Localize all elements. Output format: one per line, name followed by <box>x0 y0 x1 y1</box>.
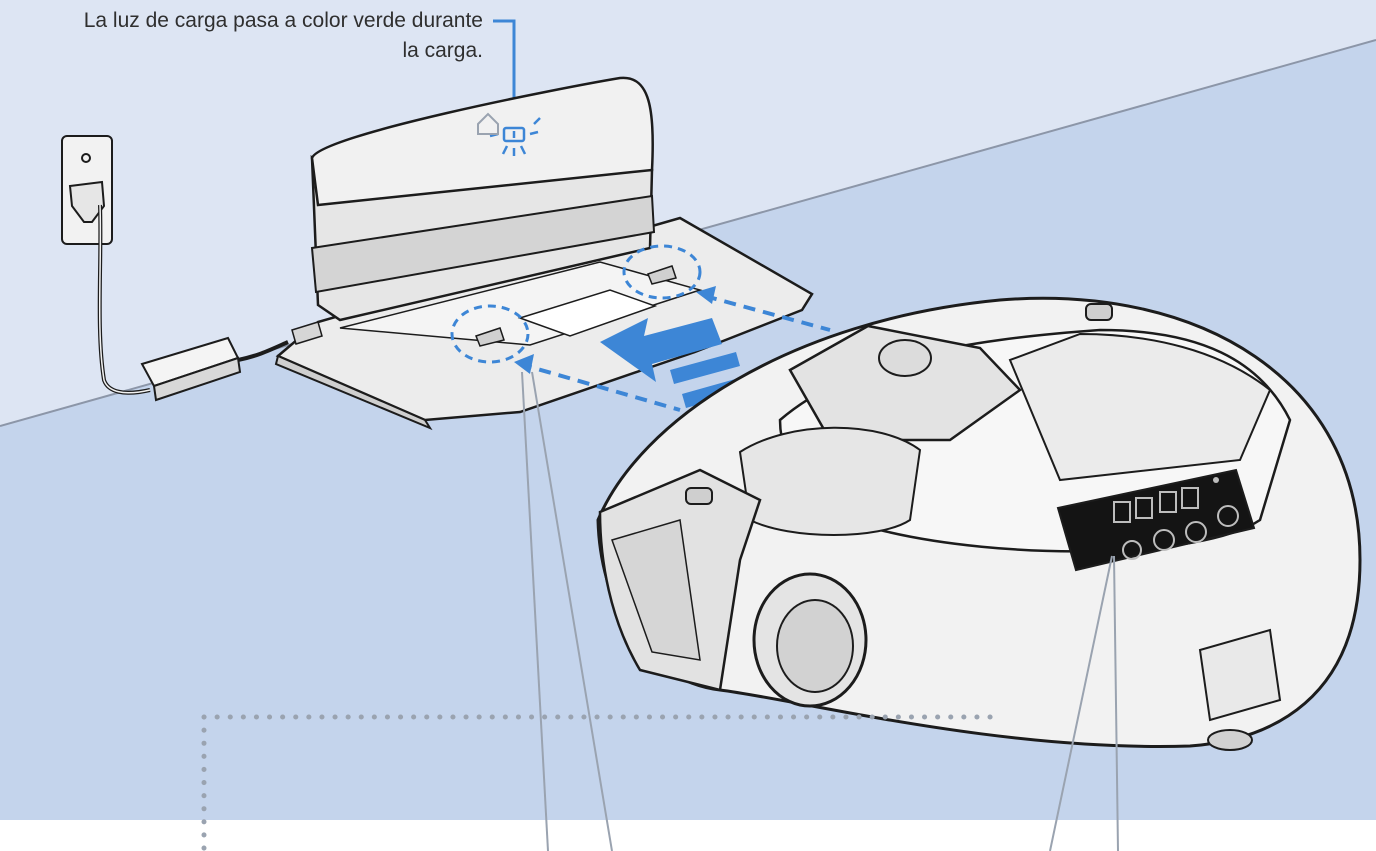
robot-rear-caster <box>1207 729 1253 751</box>
dotted-bracket <box>201 714 1001 851</box>
robot-top-button <box>878 339 932 377</box>
panel-button-middle <box>1185 521 1207 543</box>
robot-wheel <box>752 572 868 708</box>
robot-control-panel <box>1056 468 1256 572</box>
charging-contact-left <box>450 304 530 364</box>
bottom-white-band <box>0 820 1376 851</box>
callout-text-line-1: La luz de carga pasa a color verde duran… <box>83 9 483 32</box>
panel-button-bottom <box>1122 540 1142 560</box>
robot-sensor-left <box>685 487 713 505</box>
dashed-arrow-head-lower <box>514 354 534 374</box>
panel-button-left <box>1153 529 1175 551</box>
callout-text-line-2: la carga. <box>402 39 483 62</box>
station-top-cover <box>310 76 655 207</box>
home-symbol-icon <box>477 112 499 135</box>
charging-contact-right <box>622 244 702 300</box>
charge-light-icon <box>489 117 541 156</box>
battery-indicator-icon <box>1213 477 1219 483</box>
charging-station <box>274 76 814 431</box>
power-plug-icon <box>68 180 151 395</box>
panel-button-right <box>1217 505 1239 527</box>
segment-display <box>1113 487 1199 523</box>
robot-vacuum <box>596 296 1362 751</box>
robot-sensor-right <box>1085 303 1113 321</box>
callout-beams <box>521 371 1119 851</box>
callout-leader-line <box>493 19 516 115</box>
power-adapter <box>140 336 289 402</box>
charge-light-callout: La luz de carga pasa a color verde duran… <box>0 6 483 66</box>
dashed-arrow-head-upper <box>696 286 716 304</box>
dashed-guide-arrows <box>519 294 831 412</box>
